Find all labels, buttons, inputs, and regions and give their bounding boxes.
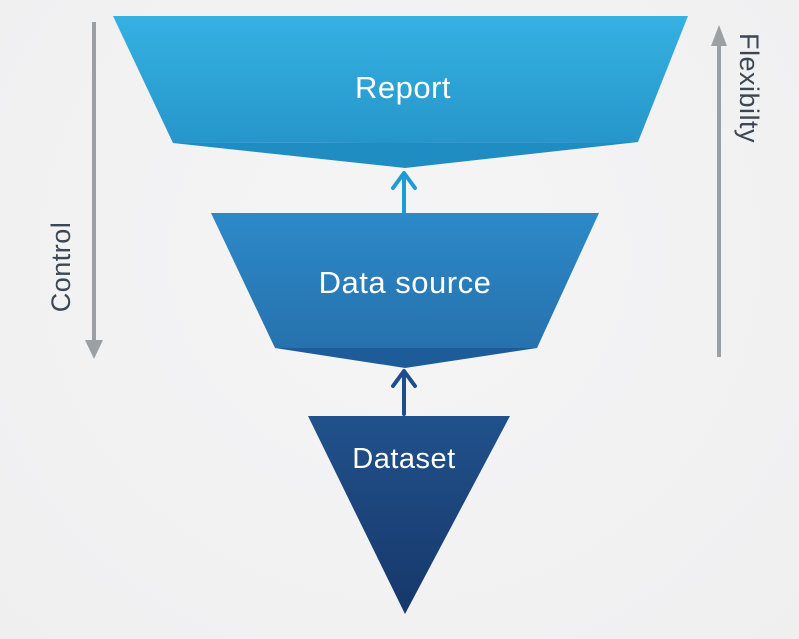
arrow-dataset-to-source-head-icon: [391, 369, 417, 388]
data-source-shape-body: [211, 213, 599, 348]
flexibility-label: Flexibilty: [734, 33, 764, 143]
arrow-source-to-report-head-icon: [391, 171, 417, 190]
arrow-source-to-report: [391, 171, 417, 218]
flexibility-arrowhead-up-icon: [711, 25, 727, 46]
control-arrowhead-down-icon: [85, 340, 103, 359]
tier-data-source: Data source: [211, 213, 599, 368]
tier-report: Report: [113, 16, 688, 168]
tier-dataset: Dataset: [308, 416, 510, 614]
flexibility-axis: Flexibilty: [711, 25, 764, 357]
control-axis: Control: [46, 22, 103, 359]
data-source-shape-notch: [275, 348, 537, 368]
control-label: Control: [46, 222, 76, 313]
report-label: Report: [355, 70, 451, 105]
data-source-label: Data source: [319, 265, 492, 300]
dataset-shape: [308, 416, 510, 614]
report-shape-notch: [173, 142, 638, 168]
report-shape-body: [113, 16, 688, 143]
dataset-label: Dataset: [352, 443, 455, 475]
arrow-dataset-to-source: [391, 369, 417, 416]
